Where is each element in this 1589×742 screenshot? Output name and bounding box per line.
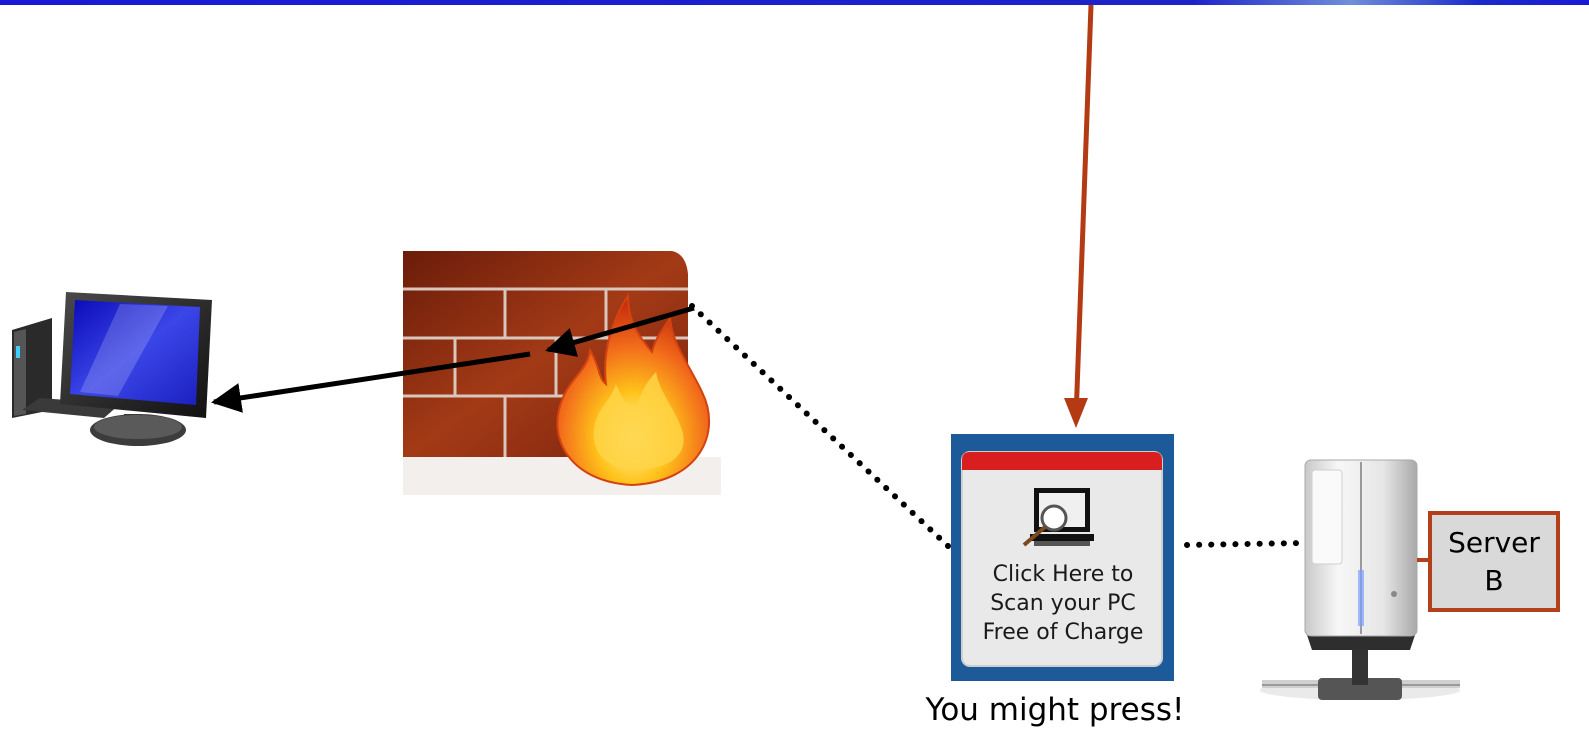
popup-line-3: Free of Charge [965,618,1161,647]
red-arrowhead [1064,398,1088,428]
server-label: Server B [1448,524,1540,600]
server-label-box: Server B [1428,511,1560,612]
red-arrow [1076,5,1091,418]
magnifier-monitor-icon [1024,488,1094,546]
server-label-line-1: Server [1448,524,1540,562]
popup-line-2: Scan your PC [965,589,1161,618]
popup-line-1: Click Here to [965,560,1161,589]
server-label-line-2: B [1448,562,1540,600]
top-bar [0,0,1589,5]
dotted-link-popup-firewall [692,306,948,546]
dotted-link-popup-server [1187,543,1302,545]
firewall-icon [403,251,721,495]
popup-caption: You might press! [900,692,1210,728]
desktop-computer-icon [12,292,212,446]
popup-message[interactable]: Click Here to Scan your PC Free of Charg… [965,560,1161,647]
